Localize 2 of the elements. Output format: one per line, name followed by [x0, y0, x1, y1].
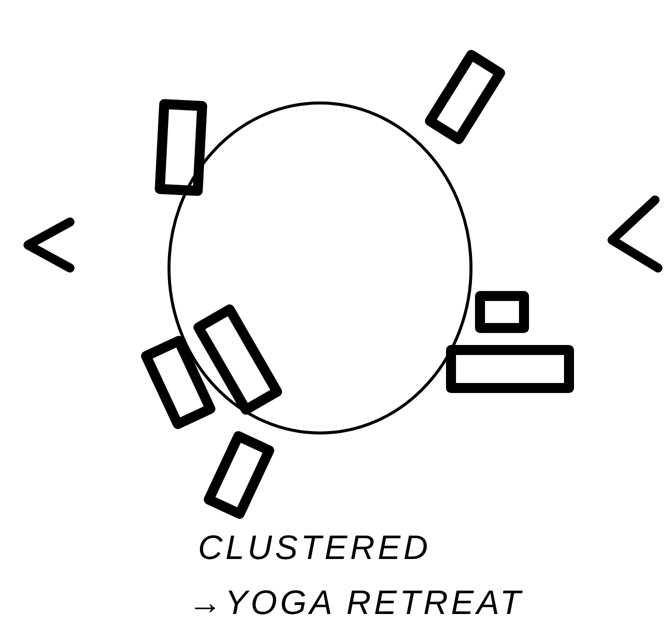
handwritten-caption: CLUSTERED	[198, 528, 431, 568]
handwritten-caption: →YOGA RETREAT	[188, 583, 524, 623]
